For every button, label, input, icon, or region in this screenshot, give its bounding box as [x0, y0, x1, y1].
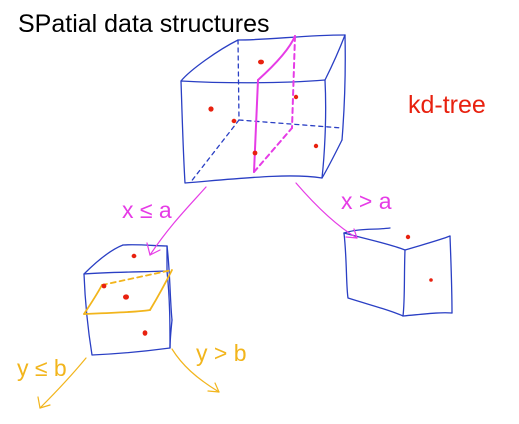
left-child-points — [101, 253, 148, 336]
page-title: SPatial data structures — [18, 10, 270, 38]
arrow-x-right — [295, 182, 358, 239]
right-child-cube — [343, 227, 453, 317]
right-child-points — [405, 234, 433, 282]
arrow-x-left — [146, 186, 207, 256]
left-child-cube — [83, 244, 173, 356]
arrow-y-left — [37, 357, 87, 409]
edge-label-y-left: y ≤ b — [17, 355, 67, 381]
tree-type-label: kd-tree — [408, 91, 486, 119]
arrow-y-right — [171, 348, 220, 393]
root-cube — [180, 34, 346, 184]
edge-label-x-left: x ≤ a — [122, 197, 172, 223]
split-plane-x — [253, 35, 296, 173]
root-points — [208, 59, 319, 156]
edge-label-y-right: y > b — [196, 340, 247, 366]
split-plane-y — [83, 269, 173, 315]
edge-label-x-right: x > a — [341, 188, 392, 214]
